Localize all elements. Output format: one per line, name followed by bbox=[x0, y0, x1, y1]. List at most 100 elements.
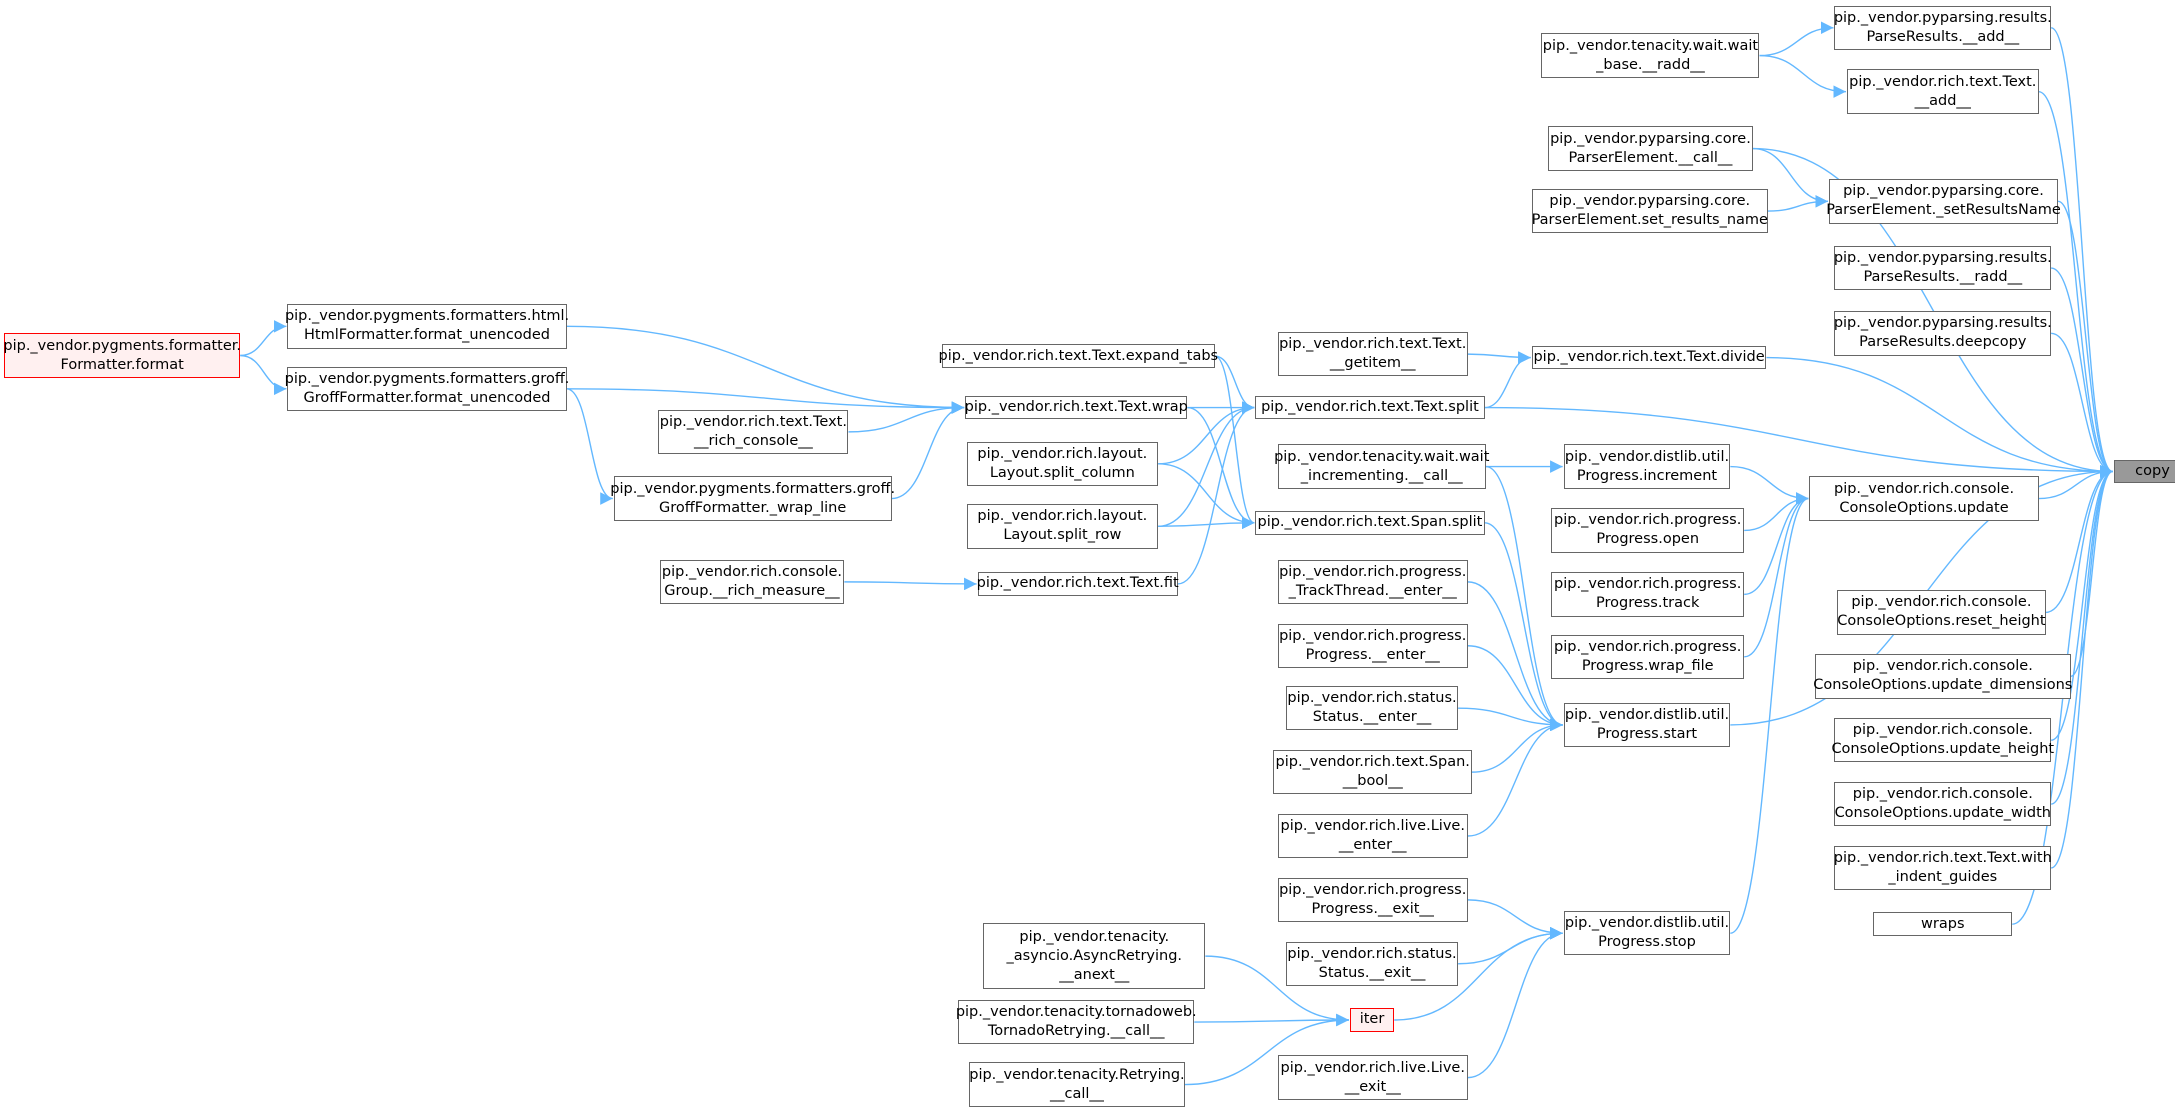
node-pp-wrapfile[interactable]: pip._vendor.rich.progress.Progress.wrap_… bbox=[1551, 634, 1745, 680]
node-copy[interactable]: copy bbox=[2113, 459, 2175, 484]
edge-live-exit-to-p-stop bbox=[1467, 926, 1563, 1079]
node-label-line: Layout.split_column bbox=[989, 464, 1135, 481]
node-t-wrap[interactable]: pip._vendor.rich.text.Text.wrap bbox=[965, 395, 1188, 420]
node-s-split[interactable]: pip._vendor.rich.text.Span.split bbox=[1255, 511, 1485, 535]
node-label-line: ConsoleOptions.update bbox=[1839, 499, 2009, 516]
node-label-line: pip._vendor.rich.live.Live. bbox=[1280, 817, 1465, 834]
node-label-line: pip._vendor.tenacity.wait.wait bbox=[1274, 448, 1490, 465]
node-pe-call[interactable]: pip._vendor.pyparsing.core. ParserElement… bbox=[1548, 126, 1753, 171]
node-co-reset[interactable]: pip._vendor.rich.console.ConsoleOptions.… bbox=[1837, 590, 2046, 635]
node-label-line: ParserElement.__call__ bbox=[1568, 149, 1733, 166]
edge-fmt-format-to-html-fmt bbox=[240, 320, 287, 357]
node-st-enter[interactable]: pip._vendor.rich.status.Status.__enter__ bbox=[1285, 686, 1459, 731]
node-wraps[interactable]: wraps bbox=[1873, 912, 2013, 936]
node-pp-open[interactable]: pip._vendor.rich.progress.Progress.open bbox=[1551, 508, 1745, 553]
node-label-line: pip._vendor.rich.console. bbox=[1833, 480, 2015, 497]
node-st-exit[interactable]: pip._vendor.rich.status. Status.__exit__ bbox=[1285, 941, 1459, 986]
node-p-start[interactable]: pip._vendor.distlib.util.Progress.start bbox=[1563, 702, 1731, 748]
edge-tt-enter-to-p-start bbox=[1467, 581, 1563, 732]
node-t-split[interactable]: pip._vendor.rich.text.Text.split bbox=[1255, 395, 1485, 420]
node-pp-track[interactable]: pip._vendor.rich.progress.Progress.track bbox=[1551, 572, 1745, 617]
node-ar-anext[interactable]: pip._vendor.tenacity. _asyncio.AsyncRetry… bbox=[983, 923, 1206, 989]
node-g-measure[interactable]: pip._vendor.rich.console. Group.__rich_me… bbox=[659, 559, 845, 605]
node-label-line: Status.__exit__ bbox=[1318, 964, 1426, 981]
node-label-line: pip._vendor.pyparsing.core. bbox=[1550, 130, 1751, 147]
node-l-split-col[interactable]: pip._vendor.rich.layout.Layout.split_col… bbox=[966, 441, 1159, 487]
node-label-line: Progress.start bbox=[1596, 725, 1698, 742]
edge-html-fmt-to-t-wrap bbox=[566, 325, 965, 414]
node-label-line: __getitem__ bbox=[1329, 355, 1416, 372]
node-label-line: pip._vendor.rich.progress. bbox=[1279, 627, 1467, 644]
node-wi-call[interactable]: pip._vendor.tenacity.wait.wait _increment… bbox=[1274, 444, 1489, 489]
node-label-line: pip._vendor.pygments.formatters.html. bbox=[284, 308, 570, 325]
node-co-update[interactable]: pip._vendor.rich.console. ConsoleOptions.… bbox=[1809, 476, 2039, 521]
node-pr-add[interactable]: pip._vendor.pyparsing.results.ParseResul… bbox=[1833, 5, 2052, 50]
edge-live-enter-to-p-start bbox=[1467, 718, 1563, 837]
node-live-enter[interactable]: pip._vendor.rich.live.Live.__enter__ bbox=[1277, 813, 1468, 859]
node-t-rich-console[interactable]: pip._vendor.rich.text.Text.__rich_consol… bbox=[658, 409, 849, 455]
node-groff-wrap[interactable]: pip._vendor.pygments.formatters.groff.Gr… bbox=[610, 476, 895, 521]
node-pe-setrn[interactable]: pip._vendor.pyparsing.core.ParserElement… bbox=[1826, 179, 2061, 224]
node-label-line: HtmlFormatter.format_unencoded bbox=[304, 327, 550, 344]
node-fmt-format[interactable]: pip._vendor.pygments.formatter.Formatter… bbox=[3, 333, 241, 378]
node-label-line: GroffFormatter.format_unencoded bbox=[303, 389, 551, 406]
node-iter[interactable]: iter bbox=[1349, 1008, 1395, 1032]
node-html-fmt[interactable]: pip._vendor.pygments.formatters.html. Htm… bbox=[284, 304, 570, 349]
node-co-upd-w[interactable]: pip._vendor.rich.console.ConsoleOptions.… bbox=[1834, 781, 2052, 827]
node-label-line: __rich_console__ bbox=[693, 432, 813, 449]
node-label-line: pip._vendor.tenacity. bbox=[1019, 928, 1170, 945]
node-label-line: _incrementing.__call__ bbox=[1300, 467, 1463, 484]
edge-p-stop-to-co-update bbox=[1730, 492, 1809, 934]
node-label-line: pip._vendor.rich.text.Span.split bbox=[1257, 514, 1483, 531]
node-tr-call[interactable]: pip._vendor.tenacity.tornadoweb.TornadoR… bbox=[956, 999, 1197, 1045]
edge-t-expand-to-s-split bbox=[1214, 355, 1255, 530]
node-groff-fmt[interactable]: pip._vendor.pygments.formatters.groff.Gr… bbox=[285, 366, 569, 412]
node-label-line: wraps bbox=[1921, 915, 1965, 932]
node-label-line: pip._vendor.pyparsing.results. bbox=[1833, 9, 2052, 26]
node-p-stop[interactable]: pip._vendor.distlib.util.Progress.stop bbox=[1563, 910, 1731, 956]
node-t-fit[interactable]: pip._vendor.rich.text.Text.fit bbox=[976, 572, 1179, 596]
node-pr-deep[interactable]: pip._vendor.pyparsing.results.ParseResul… bbox=[1834, 311, 2052, 356]
edge-pe-call-to-copy bbox=[1752, 147, 2113, 478]
node-label-line: pip._vendor.pygments.formatters.groff. bbox=[610, 480, 896, 497]
node-label-line: _asyncio.AsyncRetrying. bbox=[1006, 947, 1183, 964]
node-label-line: ConsoleOptions.update_width bbox=[1834, 805, 2051, 822]
node-tt-enter[interactable]: pip._vendor.rich.progress._TrackThread._… bbox=[1277, 559, 1468, 605]
node-t-getitem[interactable]: pip._vendor.rich.text.Text.__getitem__ bbox=[1277, 331, 1468, 377]
node-p-increment[interactable]: pip._vendor.distlib.util.Progress.increm… bbox=[1563, 444, 1731, 489]
edge-t-fit-to-t-split bbox=[1177, 401, 1255, 585]
node-pp-enter[interactable]: pip._vendor.rich.progress.Progress.__ent… bbox=[1277, 623, 1468, 668]
edge-t-split-to-copy bbox=[1484, 406, 2113, 478]
node-t-expand[interactable]: pip._vendor.rich.text.Text.expand_tabs bbox=[939, 344, 1218, 368]
edge-l-split-col-to-s-split bbox=[1158, 463, 1255, 530]
node-pe-set[interactable]: pip._vendor.pyparsing.core.ParserElement… bbox=[1532, 188, 1768, 234]
node-pp-exit[interactable]: pip._vendor.rich.progress.Progress.__exi… bbox=[1277, 877, 1468, 923]
node-live-exit[interactable]: pip._vendor.rich.live.Live.__exit__ bbox=[1277, 1055, 1468, 1100]
node-label-line: Group.__rich_measure__ bbox=[664, 582, 840, 599]
node-label-line: Progress.wrap_file bbox=[1581, 657, 1714, 674]
node-label-line: pip._vendor.rich.text.Text.split bbox=[1261, 399, 1479, 416]
edge-p-increment-to-co-update bbox=[1730, 465, 1809, 505]
node-label-line: pip._vendor.rich.layout. bbox=[977, 508, 1148, 525]
node-label-line: pip._vendor.rich.console. bbox=[1852, 658, 2033, 675]
node-co-upd-dim[interactable]: pip._vendor.rich.console.ConsoleOptions.… bbox=[1813, 654, 2072, 699]
node-co-upd-h[interactable]: pip._vendor.rich.console.ConsoleOptions.… bbox=[1831, 717, 2054, 763]
node-label-line: __anext__ bbox=[1059, 966, 1130, 983]
edge-groff-wrap-to-t-wrap bbox=[891, 401, 965, 500]
node-span-bool[interactable]: pip._vendor.rich.text.Span.__bool__ bbox=[1273, 749, 1473, 795]
node-l-split-row[interactable]: pip._vendor.rich.layout.Layout.split_row bbox=[966, 504, 1159, 549]
node-label-line: pip._vendor.tenacity.Retrying. bbox=[969, 1066, 1185, 1083]
node-label-line: pip._vendor.distlib.util. bbox=[1564, 448, 1730, 465]
node-label-line: pip._vendor.rich.status. bbox=[1287, 945, 1457, 962]
node-r-call[interactable]: pip._vendor.tenacity.Retrying.__call__ bbox=[969, 1062, 1185, 1107]
node-label-line: pip._vendor.rich.console. bbox=[661, 563, 843, 580]
node-label-line: ParseResults.deepcopy bbox=[1859, 334, 2027, 351]
node-t-divide[interactable]: pip._vendor.rich.text.Text.divide bbox=[1531, 345, 1767, 370]
node-label-line: pip._vendor.rich.text.Text.fit bbox=[976, 575, 1179, 592]
edge-ar-anext-to-iter bbox=[1205, 955, 1349, 1027]
node-rt-add[interactable]: pip._vendor.rich.text.Text.__add__ bbox=[1846, 69, 2039, 114]
node-pr-radd[interactable]: pip._vendor.pyparsing.results.ParseResul… bbox=[1834, 245, 2052, 291]
node-t-indent[interactable]: pip._vendor.rich.text.Text.with_indent_g… bbox=[1834, 845, 2052, 891]
node-label-line: pip._vendor.tenacity.wait.wait bbox=[1542, 37, 1759, 54]
node-ww-radd[interactable]: pip._vendor.tenacity.wait.wait_base.__ra… bbox=[1541, 33, 1760, 78]
